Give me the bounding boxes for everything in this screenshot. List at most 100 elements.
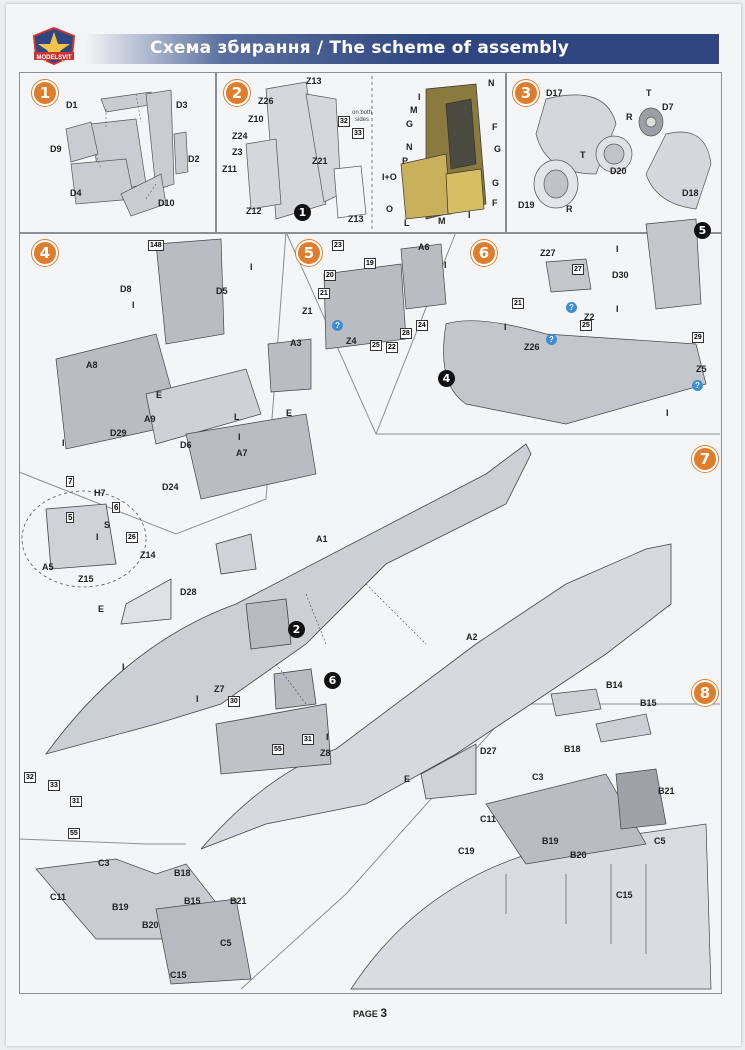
note-text: on both sides bbox=[351, 110, 373, 123]
paint-code: I bbox=[444, 260, 447, 270]
decal-number: 31 bbox=[70, 796, 82, 807]
paint-code: I bbox=[96, 532, 99, 542]
help-icon: ? bbox=[546, 334, 557, 345]
step-1-badge: 1 bbox=[32, 80, 58, 106]
part-label: C3 bbox=[532, 772, 544, 782]
ref-step-4: 4 bbox=[438, 370, 455, 387]
decal-number: 55 bbox=[68, 828, 80, 839]
part-label: D4 bbox=[70, 188, 82, 198]
paint-code: N bbox=[488, 78, 495, 88]
part-label: A2 bbox=[466, 632, 478, 642]
part-label: D6 bbox=[180, 440, 192, 450]
part-label: D29 bbox=[110, 428, 127, 438]
decal-number: 33 bbox=[48, 780, 60, 791]
step-5-badge: 5 bbox=[296, 240, 322, 266]
part-label: D9 bbox=[50, 144, 62, 154]
logo-text: MODELSVIT bbox=[36, 55, 71, 61]
decal-number: 148 bbox=[148, 240, 164, 251]
decal-number: 31 bbox=[302, 734, 314, 745]
part-label: C11 bbox=[50, 892, 67, 902]
part-label: D28 bbox=[180, 587, 197, 597]
decal-number: 28 bbox=[400, 328, 412, 339]
paint-code: E bbox=[98, 604, 105, 614]
panel-step-6-7-8 bbox=[19, 232, 722, 994]
part-label: C15 bbox=[616, 890, 633, 900]
paint-code: S bbox=[104, 520, 111, 530]
part-label: A5 bbox=[42, 562, 54, 572]
part-label: Z12 bbox=[246, 206, 262, 216]
part-label: Z4 bbox=[346, 336, 357, 346]
part-label: Z3 bbox=[232, 147, 243, 157]
part-label: Z7 bbox=[214, 684, 225, 694]
part-label: D5 bbox=[216, 286, 228, 296]
part-label: T bbox=[580, 150, 586, 160]
paint-code: I bbox=[616, 244, 619, 254]
decal-number: 26 bbox=[126, 532, 138, 543]
part-label: Z13 bbox=[306, 76, 322, 86]
help-icon: ? bbox=[332, 320, 343, 331]
paint-code: P bbox=[402, 156, 409, 166]
part-label: B20 bbox=[142, 920, 159, 930]
paint-code: F bbox=[492, 198, 498, 208]
paint-code: I bbox=[418, 92, 421, 102]
part-label: C5 bbox=[654, 836, 666, 846]
part-label: D24 bbox=[162, 482, 179, 492]
step-8-badge: 8 bbox=[692, 680, 718, 706]
paint-code: I bbox=[504, 322, 507, 332]
paint-code: I bbox=[666, 408, 669, 418]
decal-number: 27 bbox=[572, 264, 584, 275]
decal-number: 23 bbox=[332, 240, 344, 251]
decal-number: 25 bbox=[370, 340, 382, 351]
part-label: T bbox=[646, 88, 652, 98]
part-label: B21 bbox=[658, 786, 675, 796]
part-label: D27 bbox=[480, 746, 497, 756]
decal-number: 20 bbox=[324, 270, 336, 281]
paint-code: L bbox=[234, 412, 240, 422]
decal-number: 21 bbox=[318, 288, 330, 299]
part-label: Z24 bbox=[232, 131, 248, 141]
part-label: C3 bbox=[98, 858, 110, 868]
decal-number: 30 bbox=[228, 696, 240, 707]
part-label: Z2 bbox=[584, 312, 595, 322]
paint-code: O bbox=[386, 204, 394, 214]
step-6-badge: 6 bbox=[471, 240, 497, 266]
ref-step-6: 6 bbox=[324, 672, 341, 689]
part-label: B20 bbox=[570, 850, 587, 860]
paint-code: M bbox=[410, 105, 418, 115]
paint-code: G bbox=[406, 119, 414, 129]
decal-number: 29 bbox=[692, 332, 704, 343]
step-4-badge: 4 bbox=[32, 240, 58, 266]
part-label: B21 bbox=[230, 896, 247, 906]
paint-code: I bbox=[132, 300, 135, 310]
part-label: A8 bbox=[86, 360, 98, 370]
step-7-badge: 7 bbox=[692, 446, 718, 472]
part-label: C15 bbox=[170, 970, 187, 980]
part-label: B15 bbox=[184, 896, 201, 906]
part-label: Z8 bbox=[320, 748, 331, 758]
part-label: D1 bbox=[66, 100, 78, 110]
part-label: C5 bbox=[220, 938, 232, 948]
panel-step-2 bbox=[215, 72, 507, 234]
part-label: D7 bbox=[662, 102, 674, 112]
instruction-sheet: MODELSVIT Схема збирання / The scheme of… bbox=[6, 4, 741, 1046]
paint-code: I bbox=[326, 732, 329, 742]
callout-number: 6 bbox=[112, 502, 121, 513]
paint-code: I+O bbox=[382, 172, 397, 182]
part-label: Z27 bbox=[540, 248, 556, 258]
part-label: D19 bbox=[518, 200, 535, 210]
modelsvit-logo: MODELSVIT bbox=[32, 26, 76, 66]
part-label: A6 bbox=[418, 242, 430, 252]
part-label: Z26 bbox=[258, 96, 274, 106]
decal-number: 22 bbox=[386, 342, 398, 353]
paint-code: E bbox=[404, 774, 411, 784]
part-label: D17 bbox=[546, 88, 563, 98]
decal-number: 21 bbox=[512, 298, 524, 309]
decal-number: 25 bbox=[580, 320, 592, 331]
part-label: Z10 bbox=[248, 114, 264, 124]
paint-code: E bbox=[156, 390, 163, 400]
part-label: C11 bbox=[480, 814, 497, 824]
paint-code: G bbox=[492, 178, 500, 188]
ref-step-1: 1 bbox=[294, 204, 311, 221]
part-label: H7 bbox=[94, 488, 106, 498]
part-label: B14 bbox=[606, 680, 623, 690]
